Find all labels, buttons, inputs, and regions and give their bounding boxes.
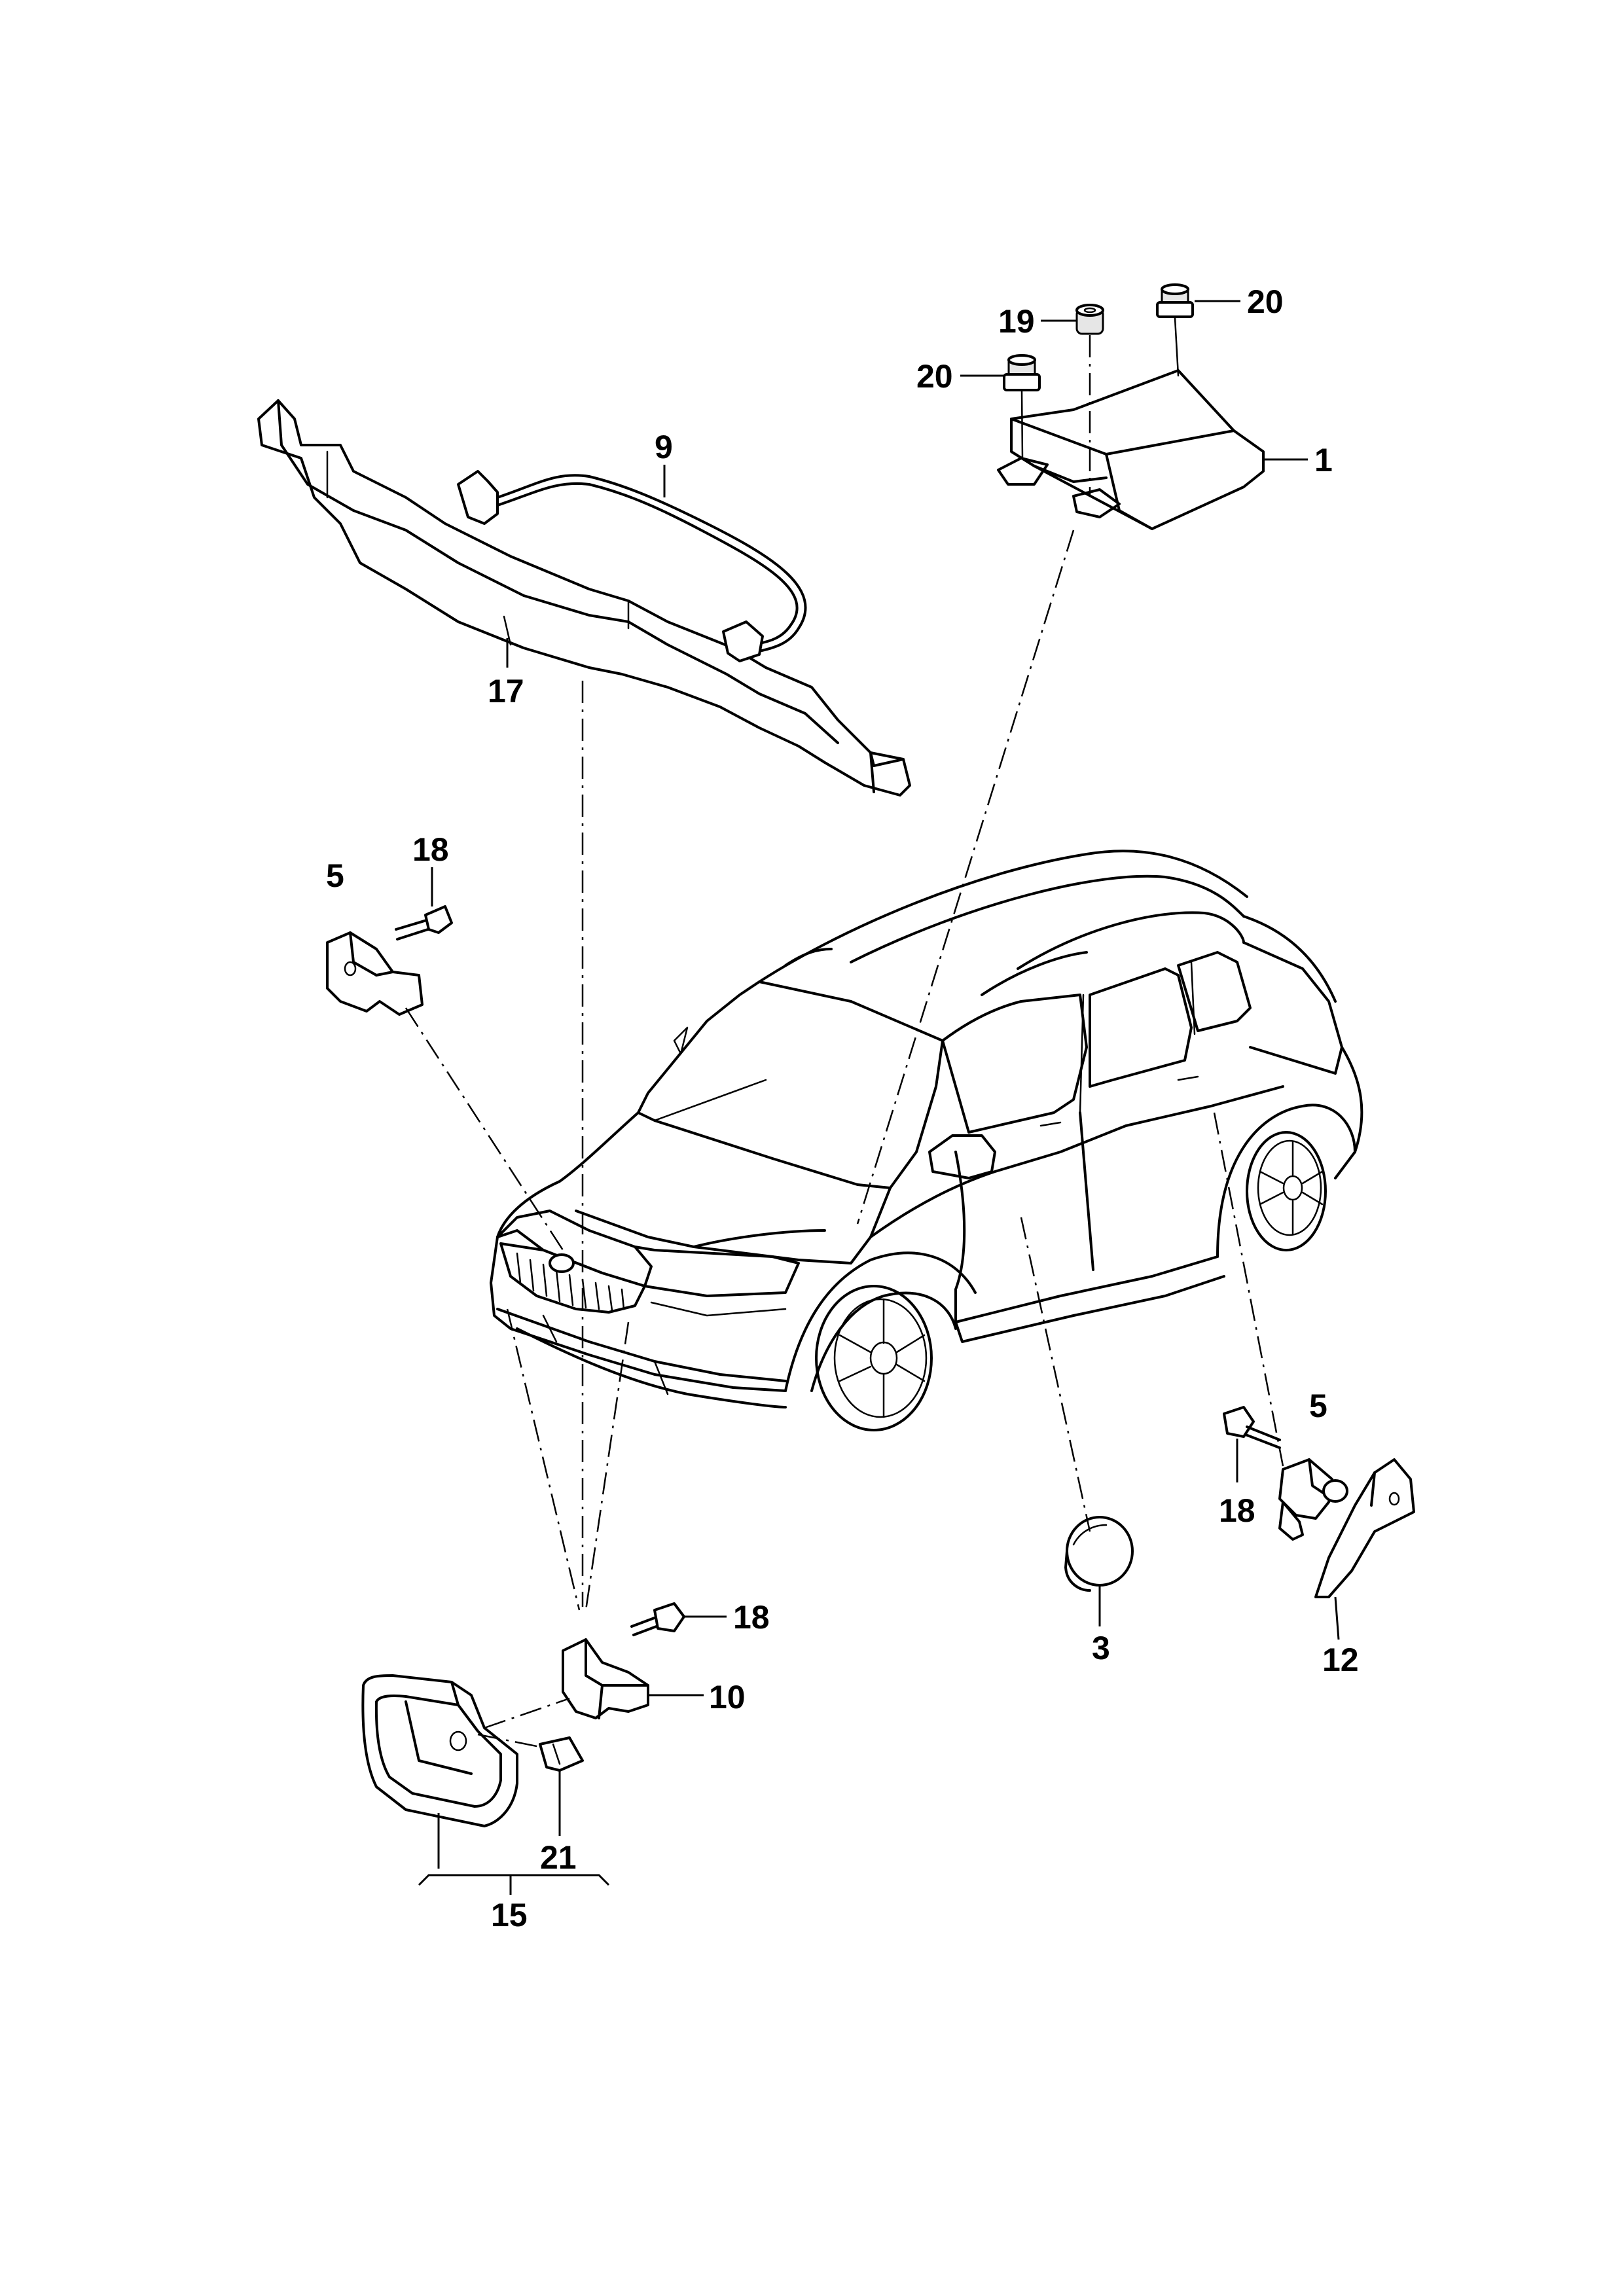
sensor-part-10 [562, 1638, 649, 1719]
dashed-lines [405, 529, 1284, 1749]
housing-part-15 [361, 1674, 518, 1827]
callout-17: 17 [488, 673, 524, 709]
car-body [490, 850, 1363, 1431]
control-unit-part-1 [997, 369, 1265, 530]
bolt-axis-20-upper [1174, 317, 1180, 377]
callout-1: 1 [1314, 442, 1333, 478]
callout-3: 3 [1092, 1630, 1110, 1666]
wiring-harness-part-9 [457, 470, 807, 662]
callout-5-left: 5 [326, 857, 344, 894]
sensor-part-5-right [1278, 1458, 1348, 1541]
callout-21: 21 [540, 1839, 577, 1876]
callout-9: 9 [655, 429, 673, 465]
callout-20-left: 20 [916, 358, 953, 395]
callout-10: 10 [709, 1679, 746, 1715]
bolt-part-20-left [1003, 354, 1041, 391]
callout-19: 19 [998, 303, 1035, 340]
clip-part-21 [539, 1736, 584, 1772]
callout-15: 15 [491, 1897, 528, 1933]
leader-12 [1334, 1596, 1340, 1640]
bolt-part-18-lower [630, 1602, 685, 1636]
bracket-part-17 [257, 399, 911, 797]
callout-12: 12 [1322, 1641, 1359, 1678]
nut-part-19 [1075, 304, 1104, 335]
bolt-part-18-upper-left [395, 905, 453, 941]
sensor-part-5-left [326, 931, 424, 1016]
callout-18-upper-left: 18 [412, 831, 449, 868]
callout-20-upper: 20 [1247, 283, 1284, 320]
bracket-part-12 [1314, 1458, 1415, 1598]
bracket-15 [418, 1874, 610, 1886]
cap-part-3 [1064, 1516, 1134, 1592]
bolt-part-18-right [1223, 1406, 1281, 1449]
callout-18-lower: 18 [733, 1599, 770, 1636]
callout-18-right: 18 [1219, 1492, 1255, 1529]
callout-5-right: 5 [1309, 1388, 1327, 1424]
bolt-part-20-upper [1156, 283, 1194, 318]
